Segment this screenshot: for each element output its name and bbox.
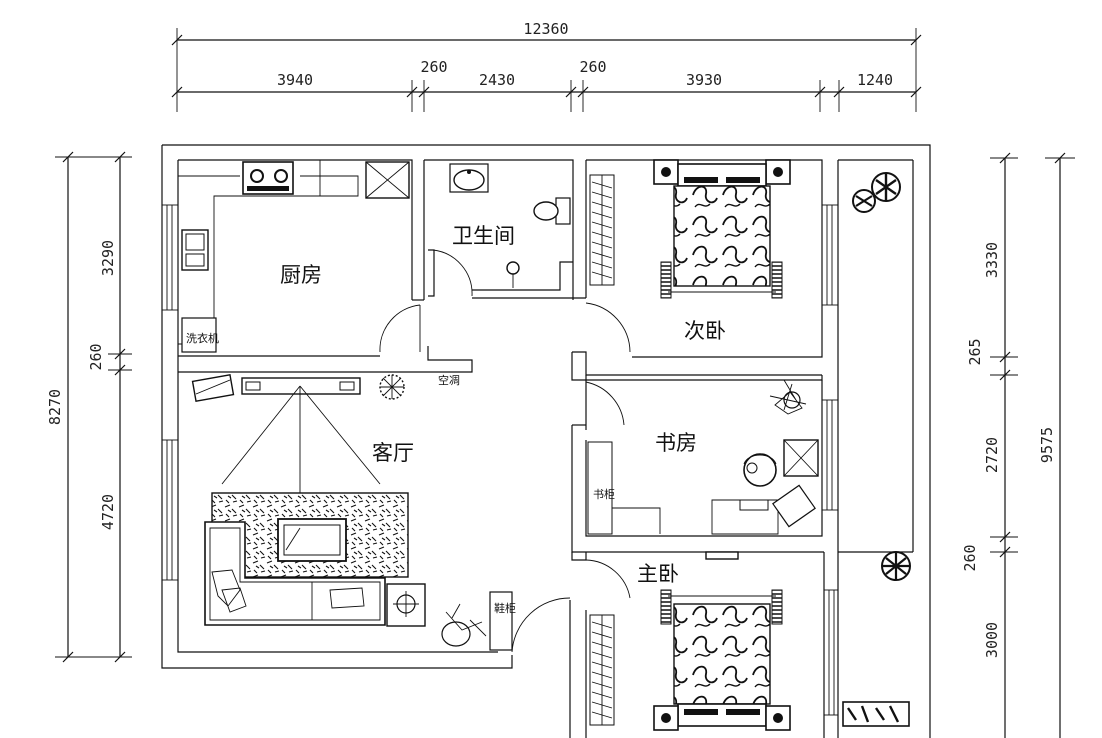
bookshelf-label: 书柜 [593,488,615,501]
dim-top-total: 12360 [523,20,568,38]
dim-top-seg-3: 2430 [479,71,515,89]
stove-icon [242,161,294,195]
ac-vent-label: 空凋 [438,373,460,387]
side-table-icon [386,583,426,627]
desk-icon [711,439,819,535]
planter-box-icon [842,701,910,727]
dim-left-total: 8270 [46,389,64,425]
wardrobe-icon [589,174,615,286]
walls [161,144,931,738]
dim-left-seg-2: 260 [87,343,105,370]
washbasin-icon [449,163,489,193]
dim-top-seg-5: 3930 [686,71,722,89]
study-fixtures: 书柜 [587,379,819,560]
room-label-living-room: 客厅 [372,441,414,465]
bookshelf-icon: 书柜 [587,441,661,535]
fridge-icon [365,161,410,199]
bathroom-fixtures [449,163,571,288]
shoe-cabinet-icon: 鞋柜 [489,591,516,651]
tv-cabinet-icon [241,377,361,395]
washer-icon: 洗衣机 [181,317,219,353]
room-label-study: 书房 [655,431,697,455]
master-wardrobe-icon [589,614,615,726]
dim-right-seg-5: 3000 [983,622,1001,658]
dim-right-seg-4: 260 [961,544,979,571]
double-bed-icon [653,159,791,299]
dimension-left: 8270 3290 260 4720 [46,151,132,663]
room-label-bathroom: 卫生间 [452,224,515,248]
master-bedroom-fixtures [589,589,791,731]
shoe-cabinet-label: 鞋柜 [494,601,516,615]
kitchen-fixtures: 洗衣机 [178,160,410,353]
dim-right-seg-1: 3330 [983,242,1001,278]
dimension-right: 3330 265 2720 260 3000 9575 [961,152,1075,738]
balcony-plant-2-icon [881,551,911,581]
bicycle-decor-icon [441,603,487,647]
dimension-top: 12360 3940 260 2430 260 3930 1240 [171,20,922,112]
dim-top-seg-1: 3940 [277,71,313,89]
doors [379,249,631,653]
dim-right-seg-3: 2720 [983,437,1001,473]
tv-icon [705,551,739,560]
dim-right-total: 9575 [1038,427,1056,463]
cabinet-icon [191,374,235,402]
balcony-fixtures [842,172,911,727]
second-bedroom-fixtures [589,159,791,299]
dim-left-seg-3: 4720 [99,494,117,530]
washer-label: 洗衣机 [186,331,219,345]
dim-left-seg-1: 3290 [99,240,117,276]
room-labels: 厨房 卫生间 次卧 客厅 书房 主卧 [280,224,726,586]
room-label-master-bedroom: 主卧 [637,562,679,586]
plant-icon [379,374,405,400]
dim-top-seg-2: 260 [420,58,447,76]
balcony-plant-icon [852,172,901,213]
room-label-kitchen: 厨房 [280,263,322,287]
dim-top-seg-6: 1240 [857,71,893,89]
chair-icon [743,453,777,487]
study-plant-icon [769,379,807,415]
coffee-table-icon [277,518,347,562]
toilet-icon [533,197,571,225]
dim-top-seg-4: 260 [579,58,606,76]
sofa-icon [204,521,386,626]
room-label-second-bedroom: 次卧 [684,319,726,343]
shower-icon [506,261,520,288]
dim-right-seg-2: 265 [966,338,984,365]
sink-icon [181,229,209,271]
master-bed-icon [653,589,791,731]
living-room-fixtures: 空凋 鞋柜 [191,373,516,651]
